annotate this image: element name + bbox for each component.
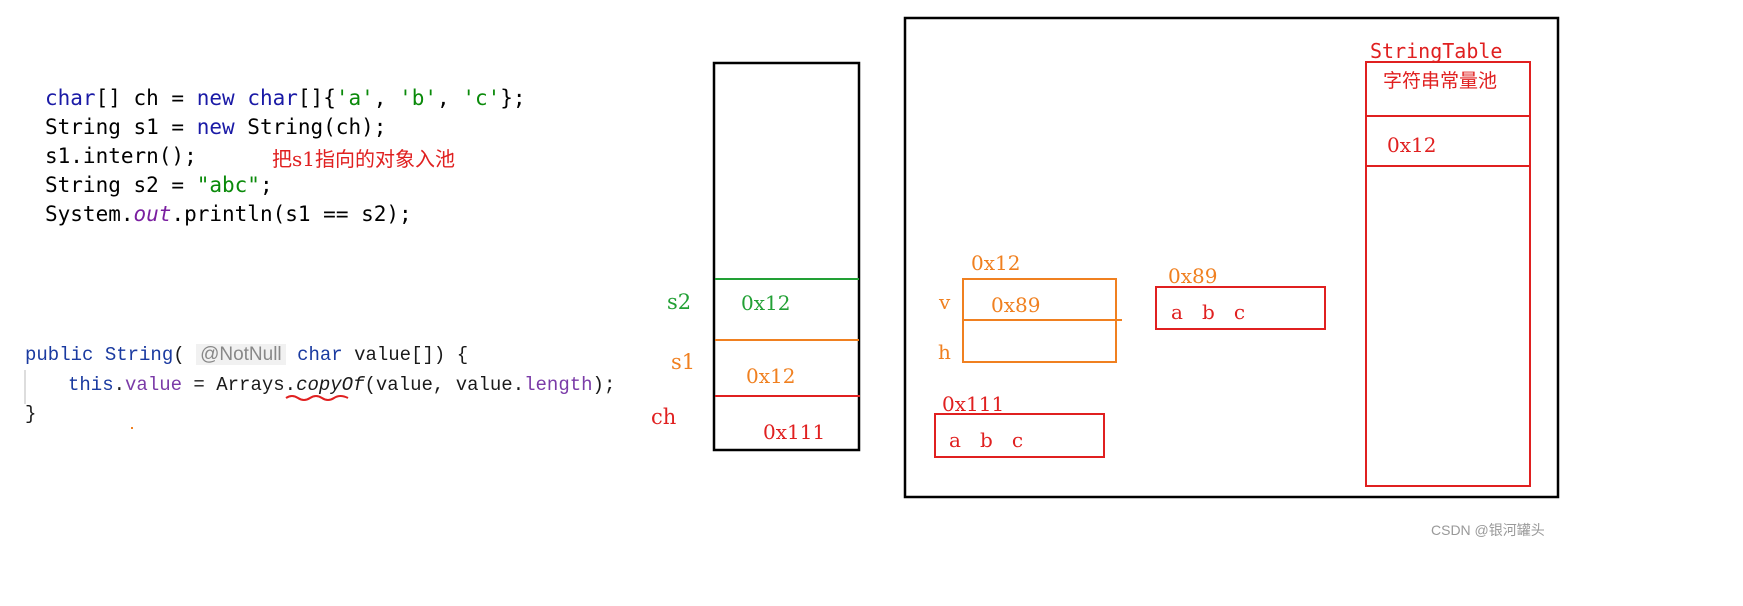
field-label-h: h [938,340,951,364]
stack-cell-ch: 0x111 [763,420,826,444]
watermark: CSDN @银河罐头 [1431,522,1545,538]
stack-cell-s2: 0x12 [741,291,791,315]
string-table-subtitle: 字符串常量池 [1383,70,1498,92]
stack-frame [712,61,861,452]
code-line-5: System.out.println(s1 == s2); [45,202,412,226]
code-line-1: char[] ch = new char[]{'a', 'b', 'c'}; [45,86,526,110]
constructor-line-1: public String( @NotNull char value[]) { [25,344,469,366]
copied-array-content: a b c [1171,300,1246,324]
string-table-box [1365,61,1531,487]
original-array-content: a b c [949,428,1024,452]
original-array-address: 0x111 [942,392,1005,416]
code-line-2: String s1 = new String(ch); [45,115,387,139]
string-table-entry: 0x12 [1387,133,1437,157]
constructor-line-2: this.value = Arrays.copyOf(value, value.… [68,374,616,396]
stack-label-s1: s1 [671,350,696,374]
heap-frame [903,16,1560,499]
copyof-method: copyOf [296,374,365,396]
stack-label-s2: s2 [667,290,692,314]
copyof-underline [285,395,349,401]
constructor-line-3: } [25,403,37,425]
indent-guide [24,370,26,404]
field-value-v: 0x89 [991,293,1041,317]
stack-cell-s1: 0x12 [746,364,796,388]
string-table-title: StringTable [1370,39,1503,63]
copied-array-box [1155,286,1326,330]
intern-comment: 把s1指向的对象入池 [272,147,455,171]
code-line-3: s1.intern(); [45,144,197,168]
original-array-box [934,413,1105,458]
stack-label-ch: ch [651,405,677,429]
code-line-4: String s2 = "abc"; [45,173,273,197]
copied-array-address: 0x89 [1168,264,1218,288]
stray-dot [131,427,133,429]
notnull-annotation: @NotNull [196,344,286,365]
field-label-v: v [939,290,951,314]
string-object-address: 0x12 [971,251,1021,275]
